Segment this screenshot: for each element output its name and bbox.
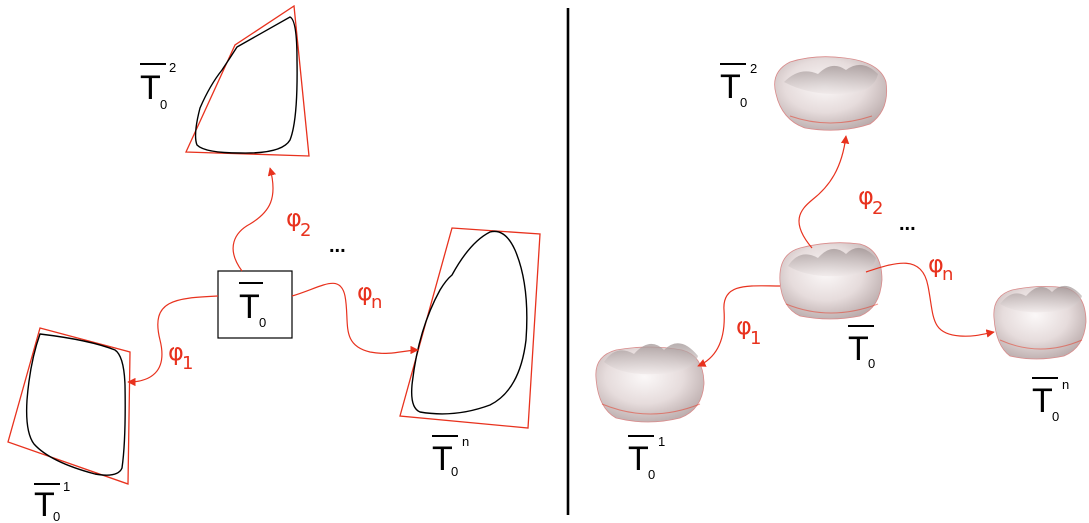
template-label-letter: T xyxy=(239,288,260,326)
copy-1-label-sup: 1 xyxy=(63,479,70,494)
copy-1-label-letter: T xyxy=(34,486,55,523)
template-tooth-label-sub: 0 xyxy=(868,356,875,371)
phi-2-sub: 2 xyxy=(300,220,311,241)
tooth-n-label-sup: n xyxy=(1062,377,1069,392)
phi-3d-1-sub: 1 xyxy=(750,328,761,349)
copy-2-label-sup: 2 xyxy=(169,60,176,75)
tooth-n-image xyxy=(994,286,1086,359)
tooth-1-image xyxy=(596,343,704,422)
shape-1 xyxy=(8,328,130,484)
copy-2-label-letter: T xyxy=(140,69,161,107)
tooth-1-label-sup: 1 xyxy=(658,434,665,449)
left-panel: T 0 T 0 2 T 0 1 xyxy=(8,6,540,523)
tooth-1-label: T 0 1 xyxy=(628,434,665,482)
phi-1-sub: 1 xyxy=(182,353,193,374)
copy-n-label: T 0 n xyxy=(432,434,469,479)
shape-n-bbox xyxy=(400,228,540,428)
shape-n-contour xyxy=(412,231,527,414)
copy-2-label: T 0 2 xyxy=(140,60,176,112)
arrow-phi-n xyxy=(292,283,418,353)
template-tooth-image xyxy=(780,243,882,319)
copy-n-label-sup: n xyxy=(462,434,469,449)
ellipsis-right: ... xyxy=(899,213,916,235)
phi-3d-n-label: φ n xyxy=(928,250,953,285)
phi-n-sub: n xyxy=(371,292,382,313)
shape-2 xyxy=(186,6,309,156)
tooth-1-label-letter: T xyxy=(628,440,649,478)
copy-1-label-sub: 0 xyxy=(53,509,60,523)
arrow-phi-2 xyxy=(233,168,273,271)
copy-1-label: T 0 1 xyxy=(34,479,70,523)
shape-2-bbox xyxy=(186,6,309,156)
template-tooth-label-letter: T xyxy=(848,330,869,368)
phi-1-label: φ 1 xyxy=(168,338,193,374)
phi-2-label: φ 2 xyxy=(286,204,311,241)
arrow-3d-phi-2 xyxy=(799,136,846,248)
tooth-2-label-letter: T xyxy=(720,68,741,106)
phi-n-label: φ n xyxy=(357,278,382,313)
copy-n-label-letter: T xyxy=(432,440,453,478)
tooth-n-label: T 0 n xyxy=(1032,377,1069,424)
phi-3d-1-label: φ 1 xyxy=(736,312,761,349)
shape-n xyxy=(400,228,540,428)
template-tooth-label: T 0 xyxy=(848,326,875,371)
tooth-n-label-sub: 0 xyxy=(1052,409,1059,424)
copy-2-label-sub: 0 xyxy=(160,97,167,112)
tooth-n-label-letter: T xyxy=(1032,382,1053,420)
right-panel: T 0 2 T 0 T 0 1 xyxy=(596,57,1086,482)
template-label: T 0 xyxy=(239,283,266,330)
copy-n-label-sub: 0 xyxy=(451,464,458,479)
tooth-2-image xyxy=(775,57,887,131)
template-label-sub: 0 xyxy=(259,315,266,330)
tooth-2-label-sup: 2 xyxy=(750,61,757,76)
phi-3d-n-sub: n xyxy=(942,264,953,285)
phi-3d-2-sub: 2 xyxy=(872,198,883,219)
tooth-2-label-sub: 0 xyxy=(740,95,747,110)
phi-3d-2-label: φ 2 xyxy=(858,182,883,219)
ellipsis-left: ... xyxy=(329,235,346,257)
tooth-1-label-sub: 0 xyxy=(648,467,655,482)
tooth-2-label: T 0 2 xyxy=(720,61,757,110)
